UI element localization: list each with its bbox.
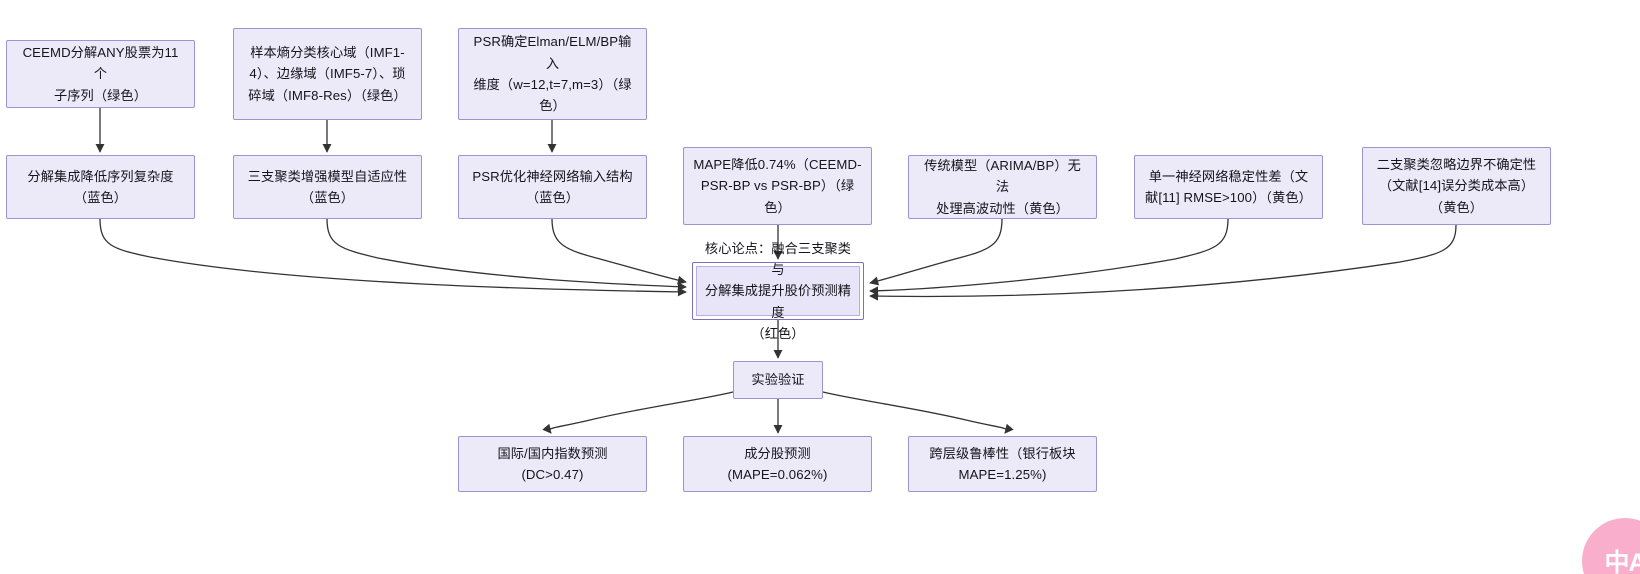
node-label: 跨层级鲁棒性（银行板块 MAPE=1.25%): [929, 445, 1076, 482]
node-label: 核心论点：融合三支聚类与 分解集成提升股价预测精度 （红色）: [704, 240, 852, 342]
node-psr-input-dim[interactable]: PSR确定Elman/ELM/BP输入 维度（w=12,t=7,m=3）（绿 色…: [458, 28, 647, 120]
edge-n10-core: [869, 224, 1457, 301]
node-index-forecast[interactable]: 国际/国内指数预测 (DC>0.47): [458, 436, 647, 492]
node-label: 实验验证: [751, 372, 805, 388]
node-label: PSR优化神经网络输入结构 （蓝色）: [472, 168, 633, 205]
node-label: 单一神经网络稳定性差（文 献[11] RMSE>100）（黄色）: [1145, 168, 1312, 205]
node-label: 样本熵分类核心域（IMF1- 4）、边缘域（IMF5-7）、琐 碎域（IMF8-…: [248, 44, 407, 103]
node-three-way-clustering-adaptivity[interactable]: 三支聚类增强模型自适应性 （蓝色）: [233, 155, 422, 219]
edge-exp-r1: [542, 391, 734, 434]
node-two-way-clustering-limit[interactable]: 二支聚类忽略边界不确定性 （文献[14]误分类成本高） （黄色）: [1362, 147, 1551, 225]
node-label: 三支聚类增强模型自适应性 （蓝色）: [247, 168, 408, 205]
node-experimental-validation[interactable]: 实验验证: [733, 361, 823, 399]
node-decompose-reduces-complexity[interactable]: 分解集成降低序列复杂度 （蓝色）: [6, 155, 195, 219]
watermark-badge: 中A: [1582, 518, 1640, 574]
node-ceemd-decompose[interactable]: CEEMD分解ANY股票为11个 子序列（绿色）: [6, 40, 195, 108]
node-psr-optimizes-nn-input[interactable]: PSR优化神经网络输入结构 （蓝色）: [458, 155, 647, 219]
node-label: PSR确定Elman/ELM/BP输入 维度（w=12,t=7,m=3）（绿 色…: [473, 34, 632, 114]
node-label: MAPE降低0.74%（CEEMD- PSR-BP vs PSR-BP）（绿 色…: [693, 156, 862, 215]
node-label: CEEMD分解ANY股票为11个 子序列（绿色）: [22, 44, 179, 103]
edge-n5-core: [326, 218, 687, 292]
node-constituent-stock-forecast[interactable]: 成分股预测 (MAPE=0.062%): [683, 436, 872, 492]
node-mape-reduction[interactable]: MAPE降低0.74%（CEEMD- PSR-BP vs PSR-BP）（绿 色…: [683, 147, 872, 225]
node-single-nn-instability[interactable]: 单一神经网络稳定性差（文 献[11] RMSE>100）（黄色）: [1134, 155, 1323, 219]
node-label: 传统模型（ARIMA/BP）无法 处理高波动性（黄色）: [924, 157, 1081, 216]
node-label: 国际/国内指数预测 (DC>0.47): [497, 445, 608, 482]
node-core-argument[interactable]: 核心论点：融合三支聚类与 分解集成提升股价预测精度 （红色）: [692, 241, 864, 341]
node-traditional-models-limit[interactable]: 传统模型（ARIMA/BP）无法 处理高波动性（黄色）: [908, 155, 1097, 219]
node-label: 分解集成降低序列复杂度 （蓝色）: [27, 168, 174, 205]
node-label: 成分股预测 (MAPE=0.062%): [727, 445, 828, 482]
edge-n8-core: [869, 218, 1003, 286]
node-sample-entropy[interactable]: 样本熵分类核心域（IMF1- 4）、边缘域（IMF5-7）、琐 碎域（IMF8-…: [233, 28, 422, 120]
node-cross-level-robustness[interactable]: 跨层级鲁棒性（银行板块 MAPE=1.25%): [908, 436, 1097, 492]
node-label: 二支聚类忽略边界不确定性 （文献[14]误分类成本高） （黄色）: [1376, 156, 1537, 215]
edge-n6-core: [551, 218, 687, 285]
edge-exp-r3: [822, 391, 1014, 434]
edge-n4-core: [99, 218, 687, 297]
watermark-label: 中A: [1604, 549, 1640, 574]
edge-n9-core: [869, 218, 1229, 296]
